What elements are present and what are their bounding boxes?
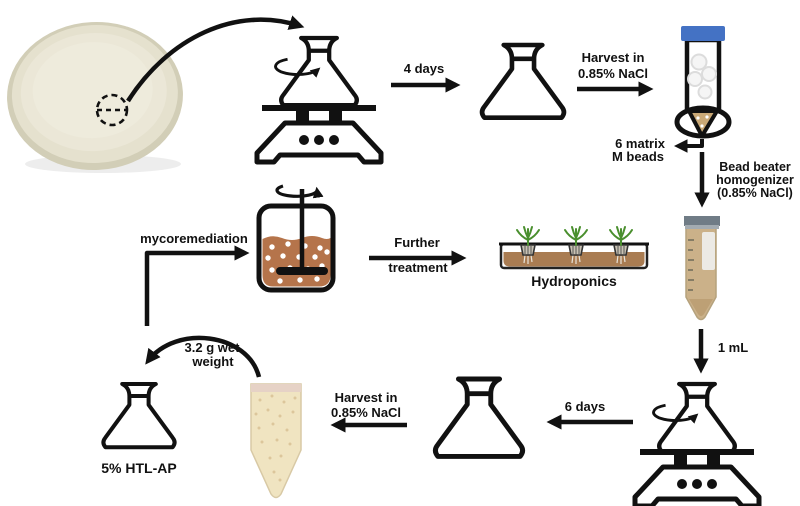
net-pot-icon	[568, 244, 584, 256]
arrow-mycoremediation	[144, 245, 250, 326]
net-pot-icon	[520, 244, 536, 256]
label-harvest-bottom-1: Harvest in	[335, 390, 398, 405]
hydroponics-icon	[499, 226, 649, 270]
label-4-days: 4 days	[404, 61, 444, 76]
label-matrix-beads-2: M beads	[612, 149, 664, 164]
bioreactor-icon	[256, 184, 336, 293]
net-pot-icon	[613, 244, 629, 256]
magnetic-stirrer-icon-1	[257, 108, 381, 162]
arrow-wet-weight	[145, 335, 262, 378]
label-harvest-top-1: Harvest in	[582, 50, 645, 65]
label-wet-weight-1: 3.2 g wet	[185, 340, 241, 355]
culture-flask-3	[435, 379, 522, 456]
colony-selection-marker	[95, 93, 129, 127]
pellet-tube-photo	[250, 383, 302, 499]
htlap-flask	[103, 384, 174, 447]
seedling-icon	[516, 226, 540, 246]
arrow-petri-to-flask	[126, 15, 305, 103]
seedling-icon	[609, 226, 633, 246]
label-1-ml: 1 mL	[718, 340, 748, 355]
bead-tube-icon	[674, 26, 732, 139]
bioreactor-liquid	[262, 236, 331, 287]
label-further-treatment-1: Further	[394, 235, 440, 250]
label-further-treatment-2: treatment	[388, 260, 448, 275]
label-bead-beater-1: Bead beater	[719, 160, 791, 174]
label-bead-beater-3: (0.85% NaCl)	[717, 186, 793, 200]
culture-flask-on-stirrer-1	[276, 38, 357, 105]
arrow-matrix-beads	[673, 139, 704, 153]
matrix-beads-icon	[687, 53, 717, 100]
label-matrix-beads-1: 6 matrix	[615, 136, 666, 151]
petri-dish-photo	[7, 21, 183, 171]
tube-cap	[681, 26, 725, 41]
hydroponics-water	[503, 252, 645, 267]
seedling-icon	[564, 226, 588, 246]
label-mycoremediation: mycoremediation	[140, 231, 248, 246]
magnetic-stirrer-icon-2	[635, 452, 759, 506]
culture-flask-2	[482, 45, 564, 118]
label-bead-beater-2: homogenizer	[716, 173, 794, 187]
label-htlap: 5% HTL-AP	[101, 460, 176, 476]
rotation-arrow-icon	[275, 184, 324, 199]
label-hydroponics: Hydroponics	[531, 273, 617, 289]
label-6-days: 6 days	[565, 399, 605, 414]
label-harvest-bottom-2: 0.85% NaCl	[331, 405, 401, 420]
label-harvest-top-2: 0.85% NaCl	[578, 66, 648, 81]
falcon-tube-photo	[684, 216, 720, 321]
label-wet-weight-2: weight	[191, 354, 234, 369]
culture-flask-on-stirrer-2	[654, 384, 735, 451]
